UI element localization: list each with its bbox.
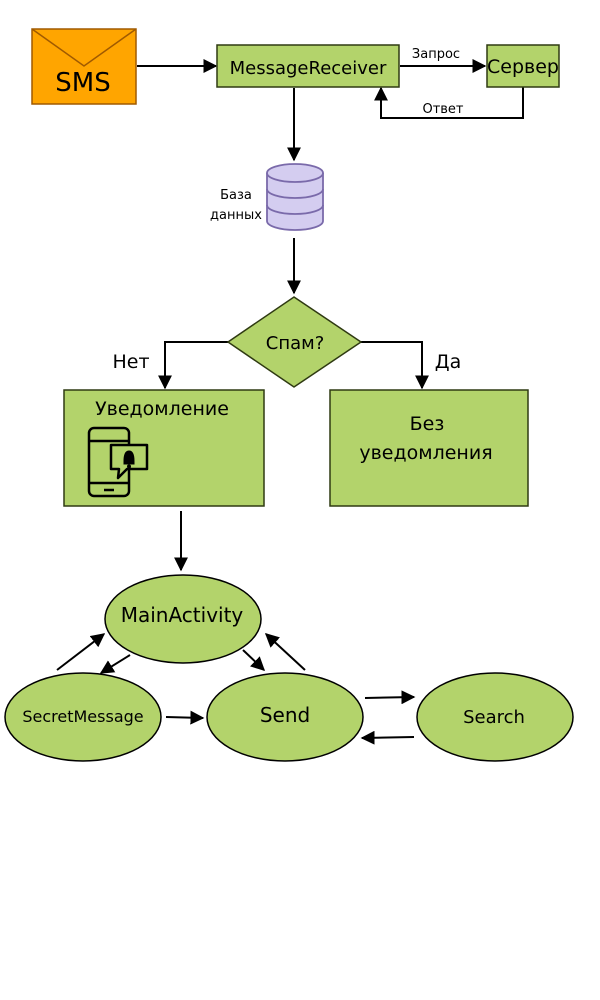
send-label: Send (260, 703, 310, 727)
node-secret-message: SecretMessage (4, 672, 162, 762)
database-label-line2: данных (210, 208, 262, 223)
edge-label-response: Ответ (422, 102, 463, 117)
envelope-flap (31, 28, 137, 67)
search-label: Search (463, 707, 525, 728)
edge-search-to-send (360, 730, 415, 745)
node-message-receiver: MessageReceiver (216, 44, 400, 88)
node-sms: SMS (31, 28, 137, 105)
edge-label-no: Нет (112, 351, 149, 373)
node-server: Сервер (486, 44, 560, 88)
main-activity-label: MainActivity (121, 603, 244, 627)
edge-secret-to-main (56, 633, 106, 671)
edge-yes (360, 341, 429, 390)
edge-send-to-main (264, 633, 306, 671)
phone-notification-icon (87, 426, 149, 498)
node-search: Search (416, 672, 574, 762)
node-database: База данных (210, 163, 324, 231)
edges (56, 59, 524, 745)
node-no-notification: Без уведомления (329, 389, 529, 507)
secret-message-label: SecretMessage (22, 707, 143, 726)
no-notification-label-line1: Без (410, 413, 445, 435)
node-send: Send (206, 672, 364, 762)
database-icon (266, 163, 324, 231)
edge-no (158, 341, 228, 390)
edge-label-request: Запрос (412, 47, 460, 62)
edge-secret-to-send (165, 710, 205, 725)
database-label-line1: База (220, 188, 252, 203)
notification-label: Уведомление (95, 398, 229, 420)
no-notification-label-line2: уведомления (359, 442, 492, 464)
message-receiver-label: MessageReceiver (230, 58, 387, 79)
edge-send-to-search (364, 690, 416, 705)
node-main-activity: MainActivity (104, 574, 262, 664)
server-label: Сервер (487, 56, 559, 78)
spam-label: Спам? (266, 333, 325, 354)
edge-label-yes: Да (435, 351, 462, 373)
edge-response (374, 86, 524, 119)
node-spam-decision: Спам? (226, 296, 363, 388)
edge-main-to-send (242, 649, 266, 671)
edge-main-to-secret (99, 654, 131, 674)
sms-label: SMS (55, 68, 110, 98)
node-notification: Уведомление (63, 389, 265, 507)
